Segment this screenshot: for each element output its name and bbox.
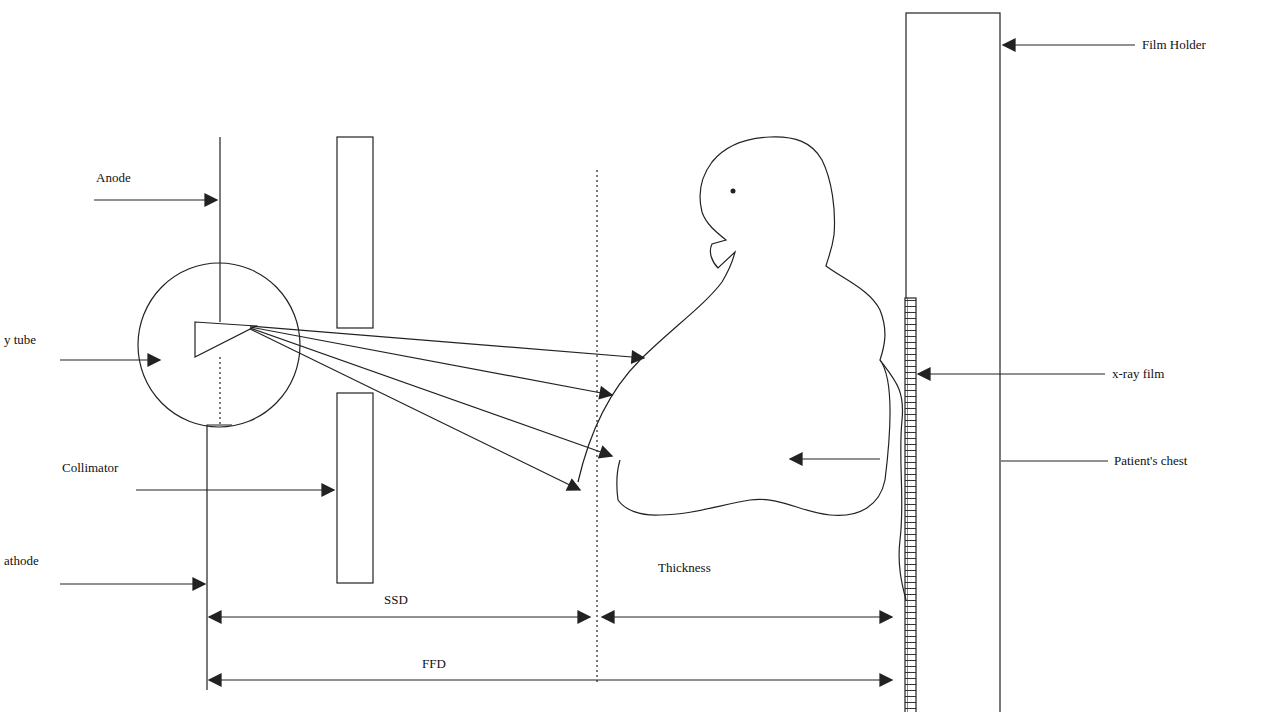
part-label: y tube [2, 332, 38, 347]
xray-tube [138, 263, 300, 427]
part-label: Film Holder [1140, 37, 1208, 52]
film-holder [906, 13, 1000, 712]
part-label: Patient's chest [1112, 453, 1189, 468]
thickness-dimension [602, 616, 892, 617]
collimator-upper [337, 137, 373, 328]
part-label: x-ray film [1110, 366, 1166, 381]
tube-axis [219, 357, 220, 425]
skin-plane [596, 170, 597, 685]
ffd-dimension [209, 679, 892, 680]
dimension-label: Thickness [656, 560, 713, 575]
patient-back [880, 360, 906, 600]
xray-beams [250, 326, 644, 490]
anode-stem [219, 137, 220, 322]
cathode [207, 425, 232, 690]
patient-outline [578, 137, 890, 516]
xray-film [905, 298, 916, 712]
part-label: Collimator [60, 460, 120, 475]
leader-lines [60, 45, 1135, 584]
dimension-label: FFD [420, 656, 448, 671]
part-label: athode [2, 553, 41, 568]
patient-eye [731, 189, 736, 194]
dimension-label: SSD [382, 592, 410, 607]
part-label: Anode [94, 170, 133, 185]
collimator-lower [337, 393, 373, 583]
anode-target [195, 322, 256, 357]
ssd-dimension [209, 616, 590, 617]
